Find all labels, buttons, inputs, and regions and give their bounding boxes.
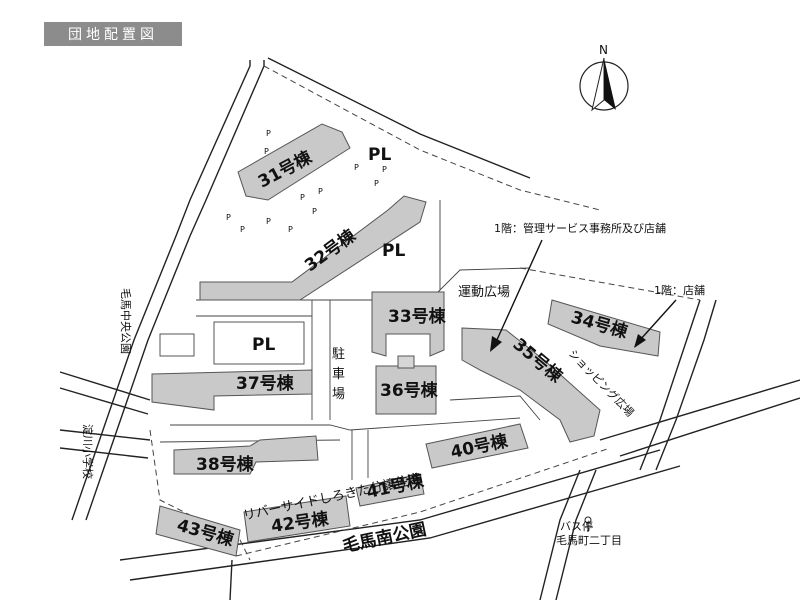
building-33 bbox=[371, 291, 445, 357]
parking-lot-char: 場 bbox=[332, 387, 345, 402]
arrowhead-icon bbox=[634, 334, 646, 348]
parking-lot-char: 駐 bbox=[332, 347, 345, 362]
building-38 bbox=[173, 435, 319, 475]
parking-marker: P bbox=[312, 207, 317, 216]
shop-callout: 1階：店舗 bbox=[654, 283, 705, 297]
map-title: 団地配置図 bbox=[44, 22, 182, 46]
parking-marker: P bbox=[264, 147, 269, 156]
callout-arrow-icon bbox=[495, 239, 543, 343]
parking-marker: P bbox=[374, 179, 379, 188]
building-43 bbox=[155, 505, 241, 557]
bus-stop-label: バス停 bbox=[560, 519, 593, 533]
building-37-label: 37号棟 bbox=[236, 373, 295, 394]
building-31 bbox=[237, 123, 351, 201]
sports-ground-label: 運動広場 bbox=[458, 285, 510, 300]
parking-lot-char: 車 bbox=[332, 367, 345, 382]
parking-lot-label: 駐 車 場 bbox=[332, 347, 345, 402]
building-41 bbox=[355, 473, 425, 507]
building-42 bbox=[243, 495, 351, 543]
parking-marker: P bbox=[266, 217, 271, 226]
parking-marker: P bbox=[354, 163, 359, 172]
parking-marker: P bbox=[318, 187, 323, 196]
building-33-label: 33号棟 bbox=[388, 306, 447, 327]
building-34 bbox=[547, 299, 661, 357]
playlot-label: PL bbox=[368, 145, 391, 165]
compass-label: N bbox=[599, 43, 608, 57]
callout-arrow-icon bbox=[639, 299, 677, 341]
building-32 bbox=[199, 195, 427, 301]
parking-structure bbox=[159, 321, 305, 365]
parking-markers: P P P P P P P P P P P P bbox=[226, 129, 387, 234]
parking-marker: P bbox=[240, 225, 245, 234]
parking-marker: P bbox=[226, 213, 231, 222]
building-36-label: 36号棟 bbox=[380, 380, 439, 401]
parking-marker: P bbox=[266, 129, 271, 138]
building-35 bbox=[461, 327, 601, 443]
building-37 bbox=[151, 369, 313, 411]
kema-central-park-label: 毛馬中央公園 bbox=[119, 288, 132, 354]
north-arrow-icon: N bbox=[579, 43, 629, 112]
parking-marker: P bbox=[382, 165, 387, 174]
arrowhead-icon bbox=[490, 336, 502, 352]
playlot-label: PL bbox=[252, 335, 275, 355]
building-36 bbox=[375, 355, 437, 415]
bus-stop: バス停 毛馬町二丁目 bbox=[556, 516, 622, 547]
office-callout: 1階：管理サービス事務所及び店舗 bbox=[494, 221, 666, 235]
parking-marker: P bbox=[300, 193, 305, 202]
building-40 bbox=[425, 423, 529, 469]
yodogawa-school-label: 淀川小学校 bbox=[81, 424, 95, 479]
parking-marker: P bbox=[288, 225, 293, 234]
building-38-label: 38号棟 bbox=[196, 454, 255, 475]
bus-stop-name: 毛馬町二丁目 bbox=[556, 534, 622, 547]
playlot-label: PL bbox=[382, 241, 405, 261]
